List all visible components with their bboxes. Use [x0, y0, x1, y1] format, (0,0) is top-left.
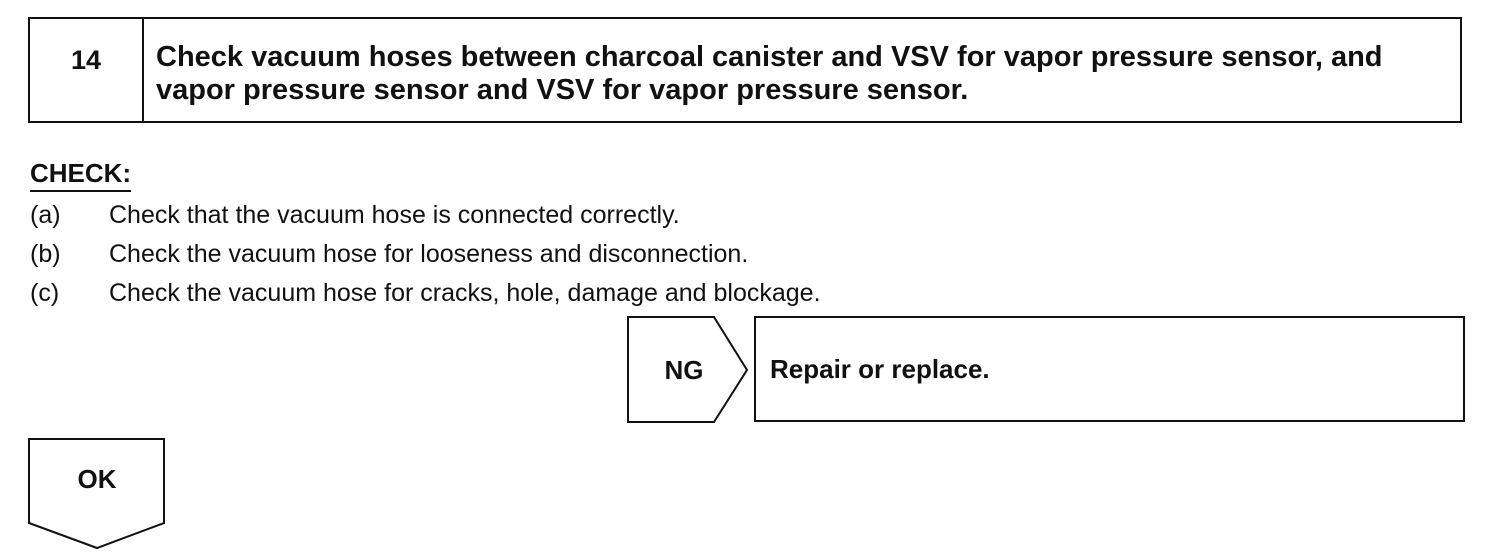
check-item-marker: (a) — [30, 201, 61, 229]
check-item-b: (b) Check the vacuum hose for looseness … — [30, 237, 821, 276]
ng-arrow-shape — [627, 316, 749, 423]
ok-arrow-shape — [28, 438, 165, 550]
check-item-a: (a) Check that the vacuum hose is connec… — [30, 198, 821, 237]
step-header: 14 Check vacuum hoses between charcoal c… — [28, 17, 1462, 123]
ng-action-box: Repair or replace. — [754, 316, 1465, 422]
check-item-text: Check that the vacuum hose is connected … — [109, 201, 680, 229]
check-list: (a) Check that the vacuum hose is connec… — [30, 198, 821, 315]
check-item-c: (c) Check the vacuum hose for cracks, ho… — [30, 276, 821, 315]
check-heading: CHECK: — [30, 156, 132, 192]
step-title: Check vacuum hoses between charcoal cani… — [156, 41, 1383, 106]
ng-label: NG — [664, 355, 704, 385]
check-item-marker: (c) — [30, 279, 60, 307]
ng-result-badge: NG — [627, 316, 751, 424]
step-number: 14 — [30, 19, 144, 121]
check-item-text: Check the vacuum hose for looseness and … — [109, 240, 749, 268]
check-item-marker: (b) — [30, 240, 61, 268]
ok-label: OK — [77, 464, 117, 494]
check-item-text: Check the vacuum hose for cracks, hole, … — [109, 279, 821, 307]
ok-result-badge: OK — [28, 438, 166, 550]
